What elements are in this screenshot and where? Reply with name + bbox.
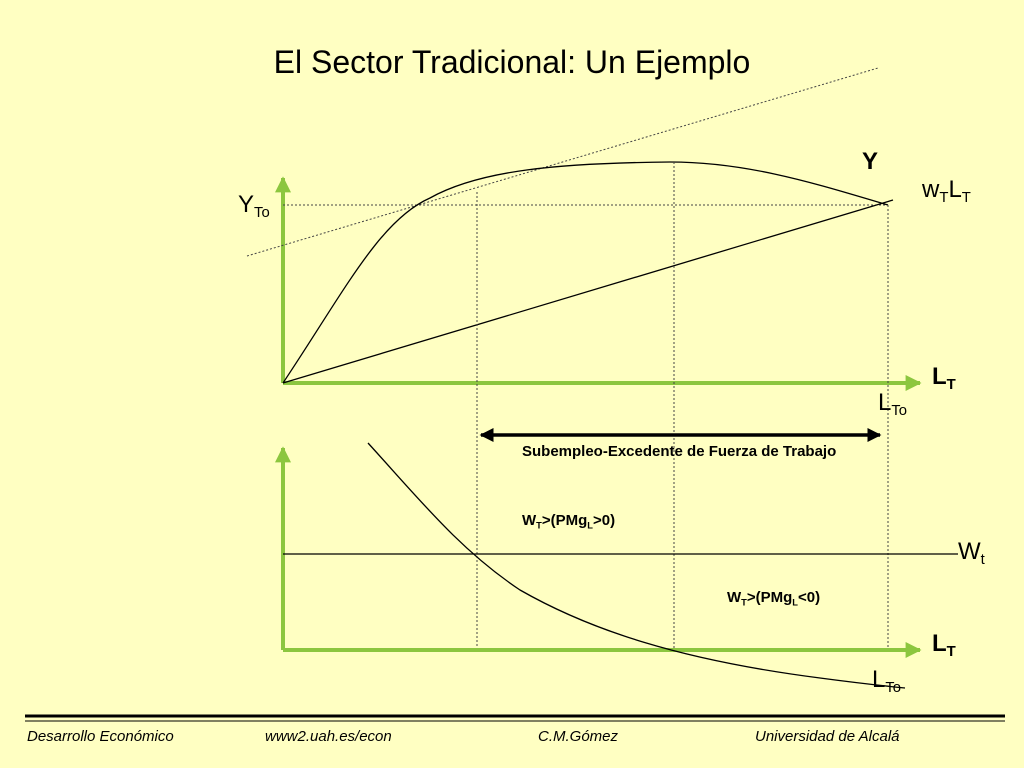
surplus-label: Subempleo-Excedente de Fuerza de Trabajo xyxy=(522,443,837,460)
top-y-axis-label: Y xyxy=(862,148,879,175)
bottom-lto-label: LTo xyxy=(872,666,902,697)
slide-title: El Sector Tradicional: Un Ejemplo xyxy=(273,44,751,80)
footer-url: www2.uah.es/econ xyxy=(265,728,392,745)
footer-course: Desarrollo Económico xyxy=(27,728,174,745)
marginal-product-curve xyxy=(367,442,906,689)
top-x-axis-label: LT xyxy=(932,363,956,394)
note-positive-mpl: WT>(PMgL>0) xyxy=(522,512,616,531)
footer-university: Universidad de Alcalá xyxy=(755,728,900,745)
footer-author: C.M.Gómez xyxy=(538,728,619,745)
yto-label: YTo xyxy=(238,191,270,222)
top-lto-label: LTo xyxy=(878,389,908,420)
tangent-line xyxy=(246,67,879,257)
wage-level-label: Wt xyxy=(958,538,985,569)
bottom-x-axis-label: LT xyxy=(932,630,956,661)
wage-bill-line xyxy=(282,199,894,384)
production-curve xyxy=(282,161,889,384)
wage-bill-label: wTLT xyxy=(922,176,971,207)
note-negative-mpl: WT>(PMgL<0) xyxy=(727,589,821,608)
